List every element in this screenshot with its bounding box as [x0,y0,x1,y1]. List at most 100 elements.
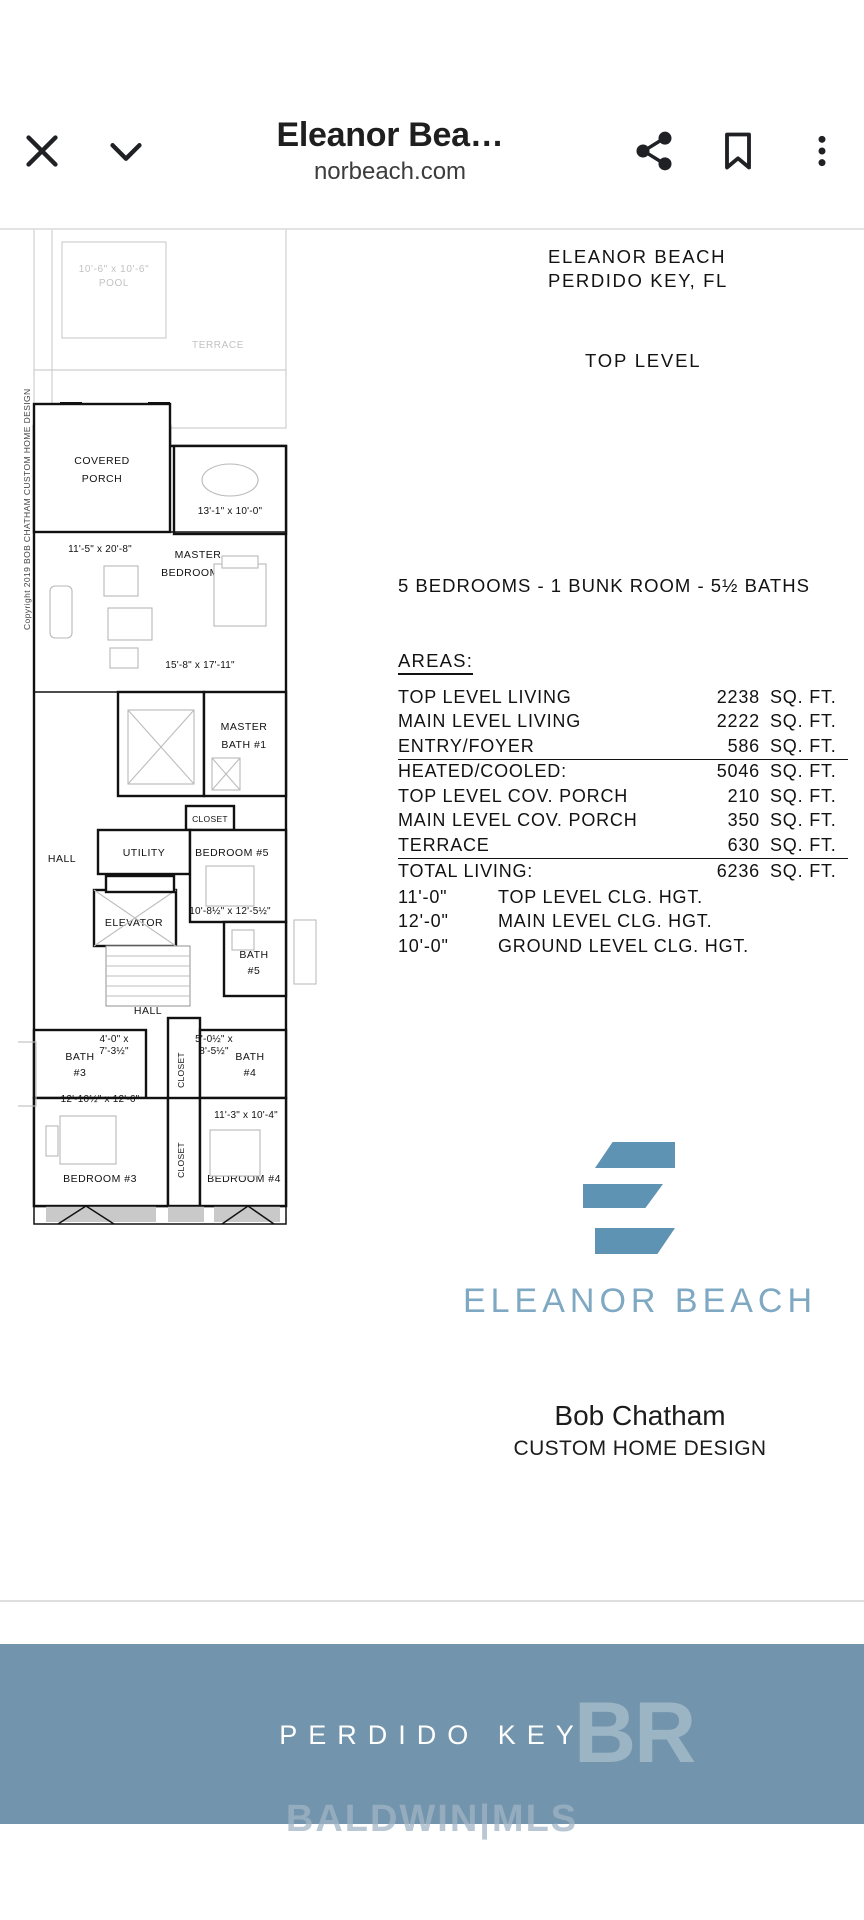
areas-row-unit: SQ. FT. [770,858,848,884]
toolbar-divider [0,228,864,230]
logo-bar-bottom [595,1228,675,1254]
areas-row: TOP LEVEL COV. PORCH 210 SQ. FT. [398,784,848,809]
svg-text:MASTER: MASTER [221,721,268,733]
areas-row-value: 2238 [716,686,760,707]
footer-band: PERDIDO KEY [0,1644,864,1824]
areas-row-label: TERRACE [398,834,490,855]
svg-text:MASTER: MASTER [175,549,222,561]
ceiling-height-value: 12'-0" [398,911,449,932]
copyright-note: Copyright 2019 BOB CHATHAM CUSTOM HOME D… [22,388,32,630]
areas-row-unit: SQ. FT. [770,735,837,756]
areas-row-label: MAIN LEVEL LIVING [398,711,581,732]
areas-row-unit: SQ. FT. [770,758,848,785]
svg-text:11'-3" x 10'-4": 11'-3" x 10'-4" [214,1110,278,1121]
areas-heading: AREAS: [398,650,474,675]
svg-text:ELEVATOR: ELEVATOR [105,917,163,929]
ceiling-height-row: 12'-0" MAIN LEVEL CLG. HGT. [398,910,848,935]
areas-row-value: 6236 [692,858,770,884]
svg-text:BEDROOM #3: BEDROOM #3 [63,1173,137,1185]
areas-row-label: MAIN LEVEL COV. PORCH [398,810,638,831]
svg-text:PORCH: PORCH [82,473,122,485]
more-options-button[interactable] [780,109,864,193]
floorplan-sheet: .w { fill:#fff; stroke:#111; stroke-widt… [0,230,864,1600]
page-title-group: Eleanor Bea… norbeach.com [168,116,612,186]
areas-row-value: 2222 [716,711,760,732]
svg-text:BATH #1: BATH #1 [221,739,266,751]
areas-row-value: 350 [727,810,760,831]
svg-text:CLOSET: CLOSET [192,814,228,824]
svg-text:8'-5½": 8'-5½" [199,1046,229,1057]
bookmark-button[interactable] [696,109,780,193]
areas-row-unit: SQ. FT. [770,711,837,732]
svg-text:BATH: BATH [65,1051,94,1063]
baldwin-realtors-watermark-icon: BR [574,1685,696,1781]
svg-text:10'-8½" x 12'-5½": 10'-8½" x 12'-5½" [189,906,271,917]
svg-text:12'-10½" x 12'-6": 12'-10½" x 12'-6" [61,1094,140,1105]
svg-text:#4: #4 [244,1067,257,1079]
ceiling-height-row: 11'-0" TOP LEVEL CLG. HGT. [398,885,848,910]
room-summary: 5 BEDROOMS - 1 BUNK ROOM - 5½ BATHS [398,575,810,596]
areas-row-unit: SQ. FT. [770,785,837,806]
bookmark-icon [716,129,760,173]
svg-text:#3: #3 [74,1067,87,1079]
svg-text:4'-0" x: 4'-0" x [99,1034,128,1045]
logo-wordmark: ELEANOR BEACH [462,1282,818,1320]
share-icon [632,129,676,173]
logo-bar-top [595,1142,675,1168]
collapse-button[interactable] [84,109,168,193]
svg-text:5'-0½" x: 5'-0½" x [195,1034,233,1045]
floorplan-drawing: .w { fill:#fff; stroke:#111; stroke-widt… [18,230,388,1450]
svg-text:#5: #5 [248,965,261,977]
designer-name: Bob Chatham [554,1400,726,1431]
page-url: norbeach.com [313,158,467,186]
svg-text:11'-5" x 20'-8": 11'-5" x 20'-8" [68,544,132,555]
svg-text:7'-3½": 7'-3½" [99,1046,129,1057]
areas-row-label: ENTRY/FOYER [398,735,535,756]
share-button[interactable] [612,109,696,193]
areas-row-label: TOP LEVEL LIVING [398,686,572,707]
svg-text:CLOSET: CLOSET [176,1142,186,1178]
svg-text:BATH: BATH [239,949,268,961]
areas-row: TERRACE 630 SQ. FT. [398,833,848,858]
project-location: PERDIDO KEY, FL [548,270,728,292]
more-vertical-icon [802,131,842,171]
page-title: Eleanor Bea… [276,116,504,155]
areas-row-label: TOTAL LIVING: [398,858,692,884]
areas-row-value: 210 [727,785,760,806]
ceiling-height-label: GROUND LEVEL CLG. HGT. [498,936,749,957]
areas-row-unit: SQ. FT. [770,834,837,855]
svg-text:HALL: HALL [48,853,76,865]
svg-text:HALL: HALL [134,1005,162,1017]
svg-text:BEDROOM #5: BEDROOM #5 [195,847,269,859]
ceiling-height-label: MAIN LEVEL CLG. HGT. [498,911,713,932]
designer-subtitle: CUSTOM HOME DESIGN [513,1437,767,1460]
ceiling-height-row: 10'-0"GROUND LEVEL CLG. HGT. [398,935,848,960]
ceiling-heights-body: 11'-0" TOP LEVEL CLG. HGT. 12'-0" MAIN LEVE… [398,885,848,960]
areas-row-label: HEATED/COOLED: [398,758,692,785]
chevron-down-icon [103,128,149,174]
eleanor-beach-logo-icon [583,1142,675,1254]
logo-bar-middle [583,1184,663,1208]
ceiling-height-label: TOP LEVEL CLG. HGT. [498,886,703,907]
close-button[interactable] [0,109,84,193]
areas-row-value: 630 [727,834,760,855]
areas-row-unit: SQ. FT. [770,686,837,707]
title-block: ELEANOR BEACH PERDIDO KEY, FL [548,245,848,294]
areas-row: TOP LEVEL LIVING 2238 SQ. FT. [398,685,848,710]
svg-text:15'-8" x 17'-11": 15'-8" x 17'-11" [165,660,235,671]
svg-text:TERRACE: TERRACE [192,340,244,351]
svg-text:UTILITY: UTILITY [123,847,166,859]
close-icon [19,128,65,174]
project-name: ELEANOR BEACH [548,246,727,267]
svg-text:10'-6" x 10'-6": 10'-6" x 10'-6" [79,264,150,275]
level-label: TOP LEVEL [585,350,702,371]
ceiling-height-value: 11'-0" [398,886,448,907]
footer-divider [0,1600,864,1644]
areas-row-label: TOP LEVEL COV. PORCH [398,785,629,806]
svg-text:COVERED: COVERED [74,455,129,467]
